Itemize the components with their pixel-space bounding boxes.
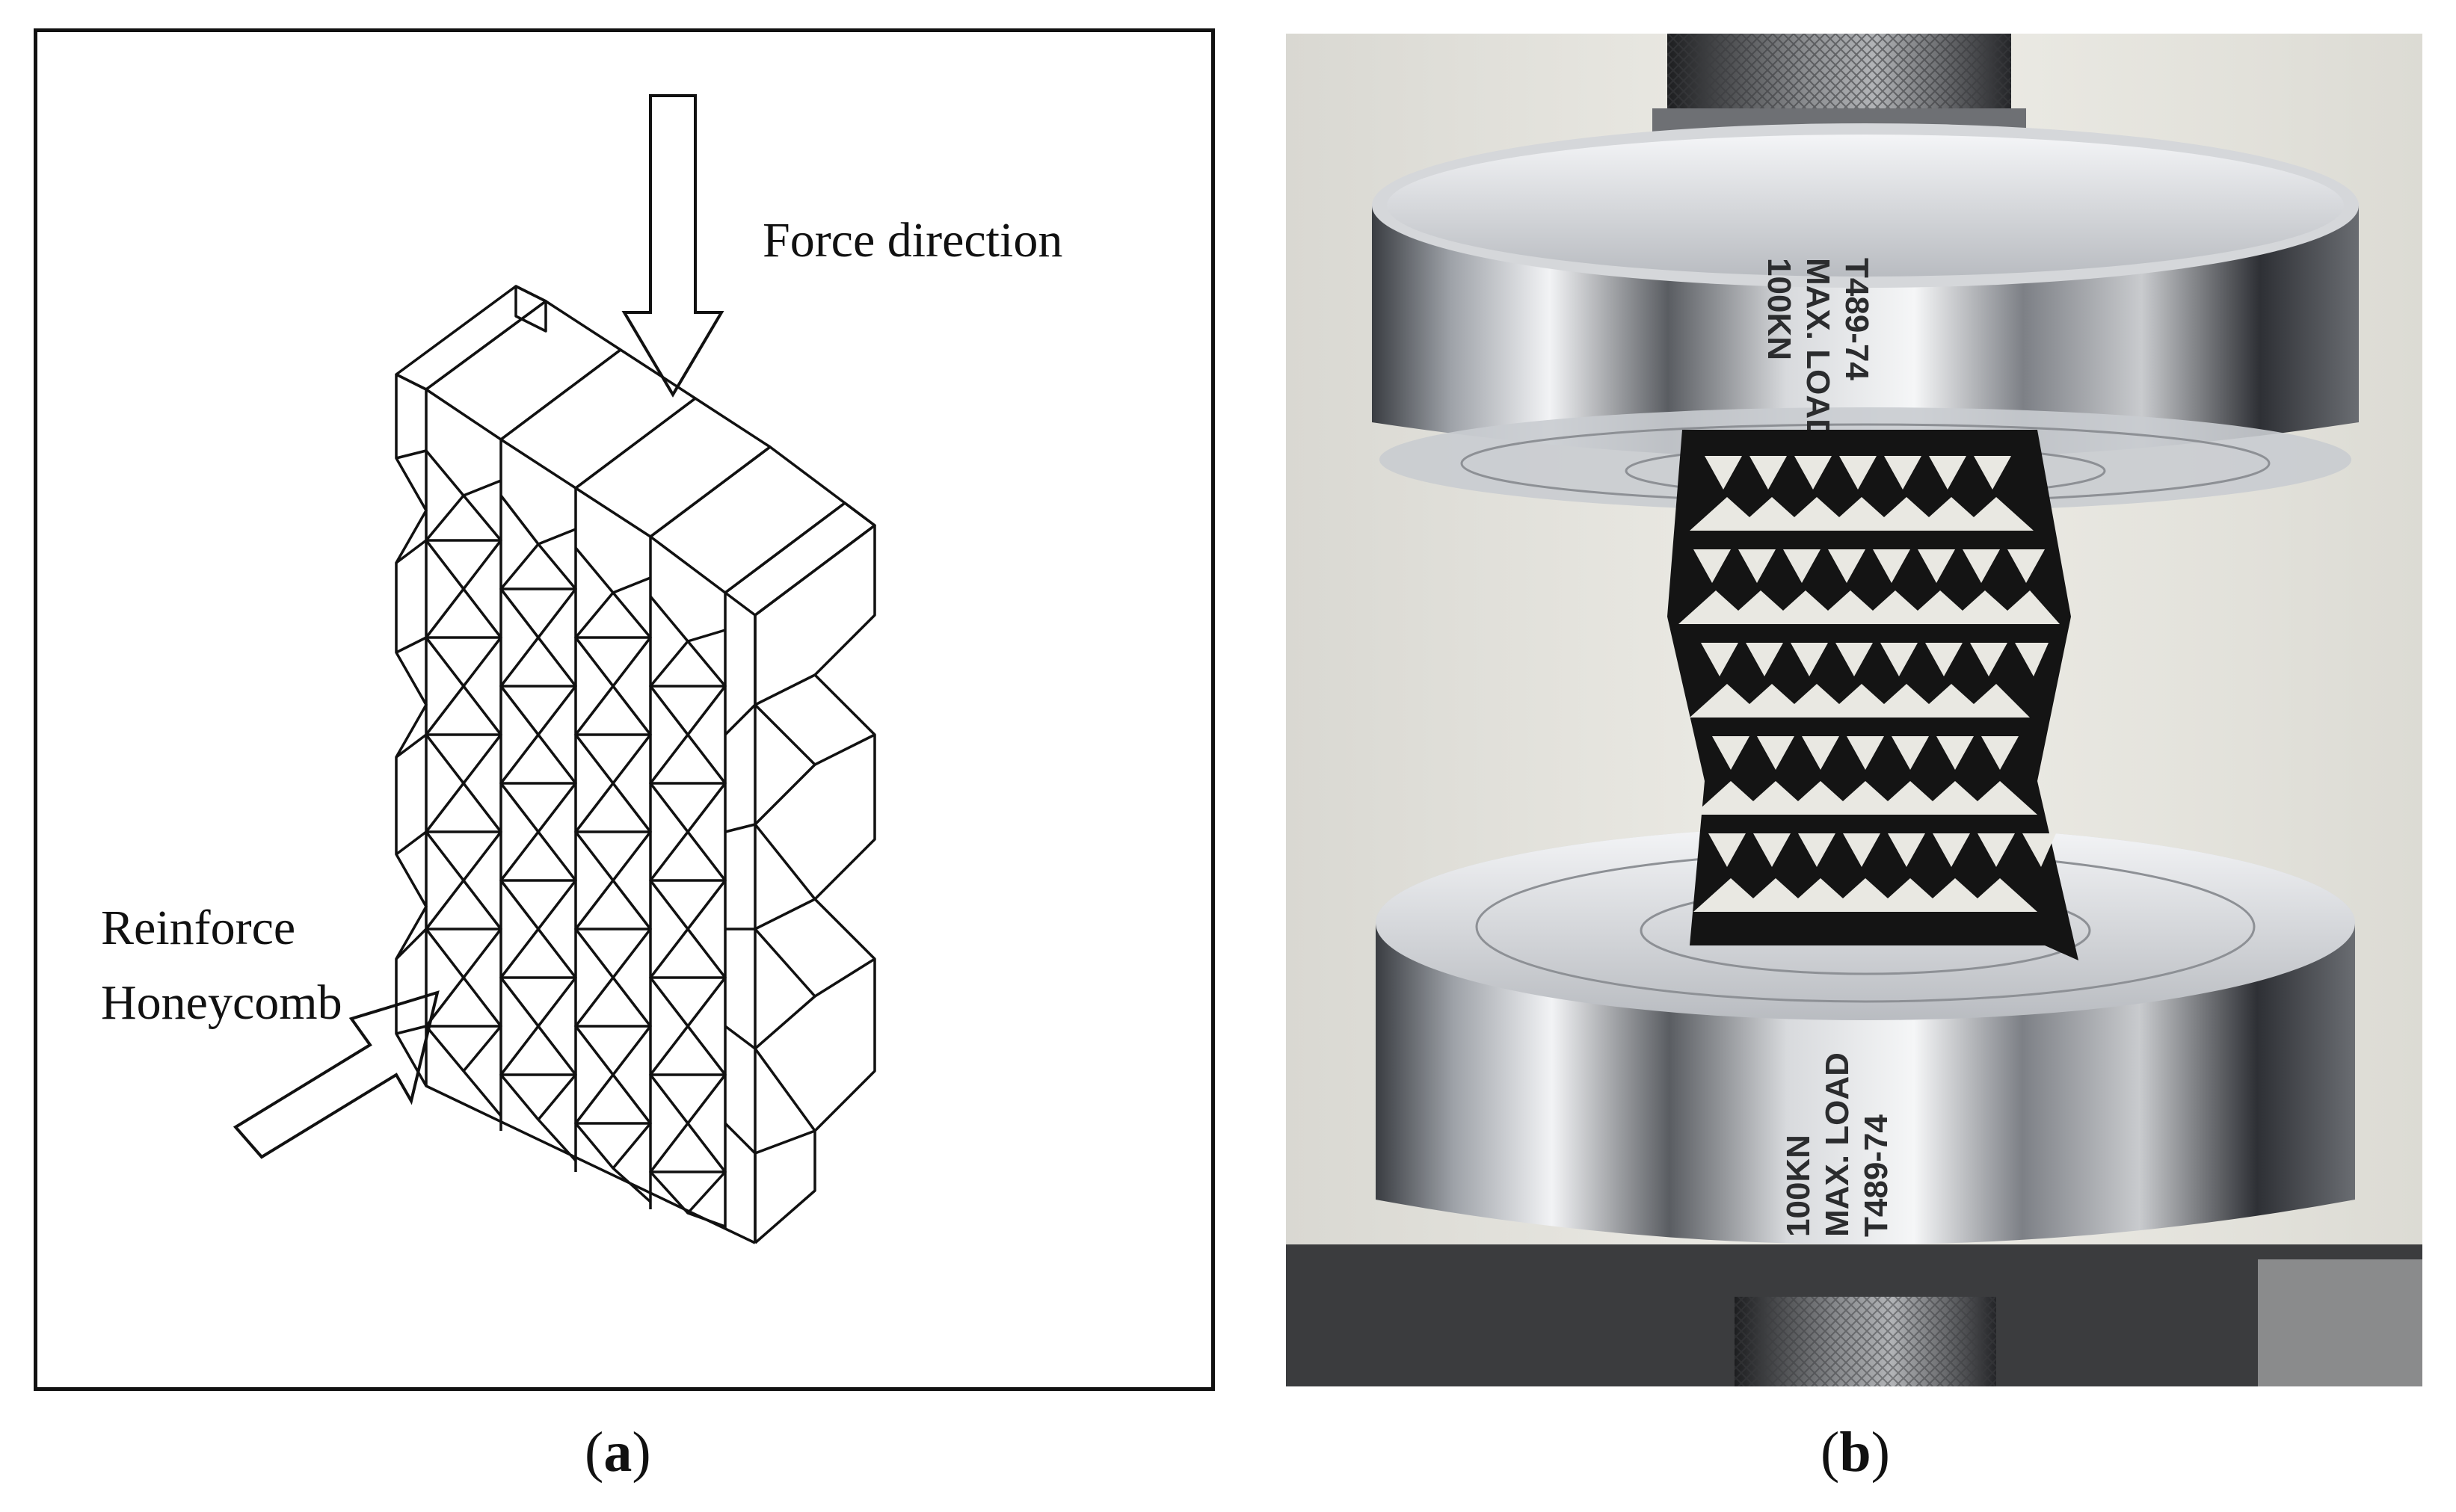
lower-platen: 100KN MAX. LOAD T489-74: [1376, 826, 2355, 1244]
force-direction-label: Force direction: [763, 213, 1062, 268]
upper-shaft: [1652, 34, 2026, 138]
caption-a: (a): [585, 1421, 651, 1484]
honeycomb-structure: [395, 285, 876, 1244]
honeycomb-drawing: Force direction Reinforce Honeycomb: [101, 94, 1062, 1244]
caption-b: (b): [1821, 1421, 1890, 1484]
panel-b-photo: 100KN MAX. LOAD T489-74 100KN MAX. LOAD …: [1286, 34, 2422, 1386]
upper-engraving-line3: T489-74: [1838, 258, 1875, 380]
upper-engraving-line1: 100KN: [1761, 258, 1797, 360]
lower-engraving-line2: MAX. LOAD: [1819, 1052, 1856, 1237]
lower-engraving-line3: T489-74: [1858, 1114, 1895, 1237]
reinforce-arrow-icon: [233, 990, 440, 1159]
panel-a-drawing: Force direction Reinforce Honeycomb: [34, 28, 1215, 1391]
reinforce-label-line1: Reinforce: [101, 901, 295, 955]
upper-engraving-line2: MAX. LOAD: [1800, 258, 1836, 442]
caption-a-letter: a: [603, 1421, 633, 1484]
reinforce-label-line2: Honeycomb: [101, 975, 342, 1030]
compression-test-photo: 100KN MAX. LOAD T489-74 100KN MAX. LOAD …: [1286, 34, 2422, 1386]
force-arrow-icon: [621, 94, 724, 398]
lower-engraving-line1: 100KN: [1780, 1135, 1817, 1237]
lattice-specimen: [1667, 430, 2078, 960]
caption-b-letter: b: [1839, 1421, 1871, 1484]
